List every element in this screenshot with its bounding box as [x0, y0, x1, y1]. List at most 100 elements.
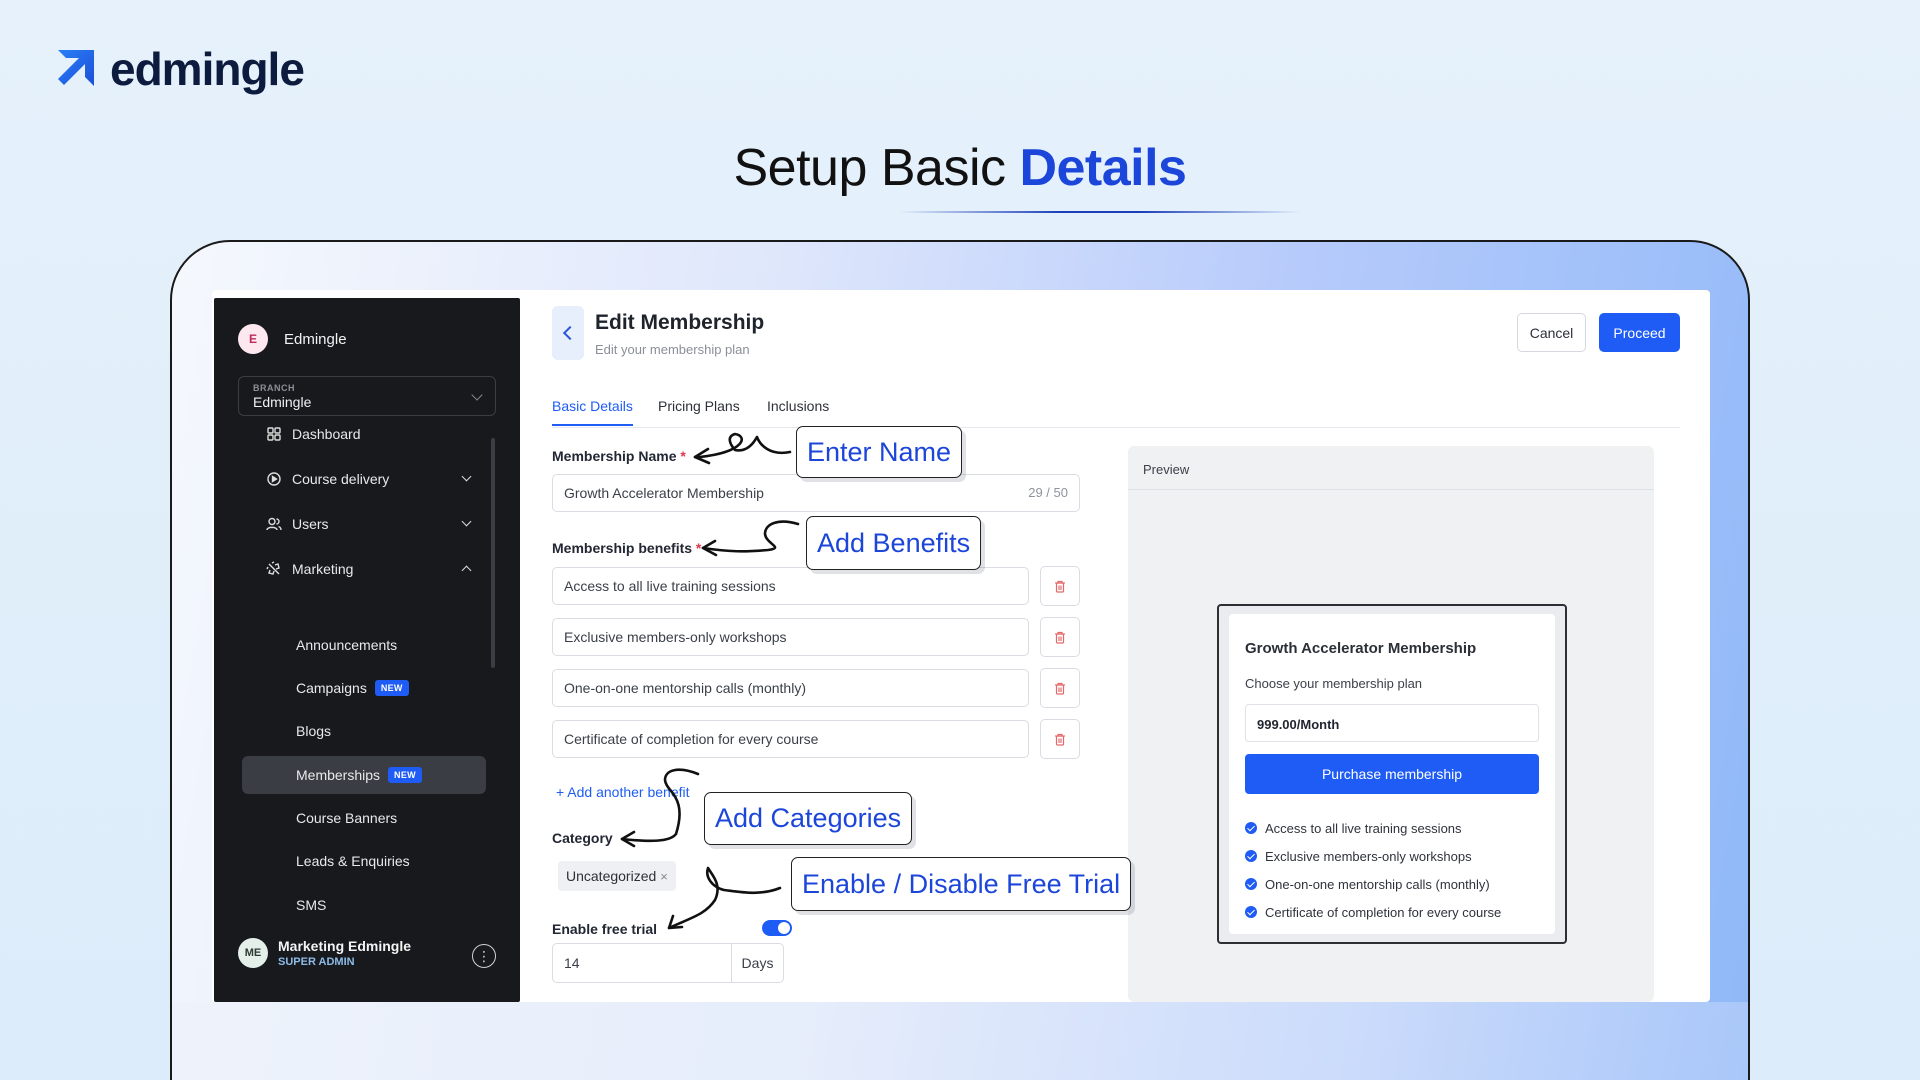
required-mark: * — [680, 448, 686, 464]
check-circle-icon — [1245, 906, 1257, 918]
org-switcher[interactable]: E Edmingle — [238, 324, 347, 354]
sidebar-item-label: Users — [292, 516, 329, 532]
delete-benefit-button[interactable] — [1040, 719, 1080, 759]
brand-name: edmingle — [110, 43, 305, 95]
tab-pricing-plans[interactable]: Pricing Plans — [658, 398, 740, 414]
sidebar-subitem-label: Leads & Enquiries — [296, 853, 410, 869]
preview-price[interactable]: 999.00/Month — [1245, 704, 1539, 742]
sidebar-item-label: Dashboard — [292, 426, 361, 442]
sidebar-subitem-label: Memberships — [296, 767, 381, 783]
trash-icon — [1055, 631, 1065, 644]
preview-benefit-list: Access to all live training sessions Exc… — [1245, 814, 1501, 926]
sidebar-subitem-announcements[interactable]: Announcements — [296, 630, 397, 660]
preview-card-frame: Growth Accelerator Membership Choose you… — [1217, 604, 1567, 944]
input-value: Access to all live training sessions — [564, 578, 776, 594]
brand-arrow-icon — [54, 46, 100, 92]
benefit-input[interactable]: One-on-one mentorship calls (monthly) — [552, 669, 1029, 707]
sidebar-scrollbar[interactable] — [491, 438, 495, 668]
chevron-down-icon — [461, 471, 472, 482]
sidebar-subitem-label: Blogs — [296, 723, 332, 739]
benefit-input[interactable]: Certificate of completion for every cour… — [552, 720, 1029, 758]
org-avatar: E — [238, 324, 268, 354]
benefit-input[interactable]: Access to all live training sessions — [552, 567, 1029, 605]
more-options-icon[interactable]: ⋮ — [472, 944, 496, 968]
sidebar-item-users[interactable]: Users — [266, 504, 496, 544]
branch-select[interactable]: BRANCH Edmingle — [238, 376, 496, 416]
preview-label: Preview — [1128, 446, 1654, 490]
delete-benefit-button[interactable] — [1040, 566, 1080, 606]
cancel-button[interactable]: Cancel — [1517, 313, 1586, 352]
sidebar-subitem-leads[interactable]: Leads & Enquiries — [296, 846, 410, 876]
free-trial-toggle[interactable] — [762, 920, 792, 936]
brand-logo: edmingle — [54, 42, 305, 96]
list-item: Exclusive members-only workshops — [1245, 842, 1501, 870]
close-icon[interactable]: × — [660, 868, 668, 884]
megaphone-icon — [266, 561, 282, 577]
delete-benefit-button[interactable] — [1040, 668, 1080, 708]
list-item-text: One-on-one mentorship calls (monthly) — [1265, 876, 1490, 892]
headline-underline — [900, 211, 1300, 213]
preview-title: Growth Accelerator Membership — [1245, 640, 1477, 657]
check-circle-icon — [1245, 822, 1257, 834]
user-name: Marketing Edmingle — [278, 938, 412, 954]
list-item: One-on-one mentorship calls (monthly) — [1245, 870, 1501, 898]
delete-benefit-button[interactable] — [1040, 617, 1080, 657]
category-label: Category — [552, 830, 613, 846]
proceed-button[interactable]: Proceed — [1599, 313, 1680, 352]
sidebar-item-marketing[interactable]: Marketing — [266, 549, 496, 589]
branch-value: Edmingle — [253, 394, 312, 410]
sidebar-subitem-course-banners[interactable]: Course Banners — [296, 803, 397, 833]
list-item-text: Certificate of completion for every cour… — [1265, 904, 1502, 920]
avatar: ME — [238, 938, 268, 968]
list-item-text: Access to all live training sessions — [1265, 820, 1462, 836]
chevron-down-icon — [461, 516, 472, 527]
input-value: Exclusive members-only workshops — [564, 629, 787, 645]
trash-icon — [1055, 733, 1065, 746]
play-circle-icon — [266, 471, 282, 487]
list-item: Certificate of completion for every cour… — [1245, 898, 1501, 926]
page-subtitle: Edit your membership plan — [595, 342, 750, 357]
membership-name-label: Membership Name * — [552, 448, 686, 464]
sidebar-item-label: Course delivery — [292, 471, 390, 487]
input-value: Certificate of completion for every cour… — [564, 731, 819, 747]
sidebar-subitem-label: Announcements — [296, 637, 398, 653]
sidebar-subitem-label: Course Banners — [296, 810, 398, 826]
sidebar-subitem-memberships[interactable]: Memberships NEW — [296, 760, 422, 790]
sidebar-subitem-label: SMS — [296, 897, 327, 913]
trash-icon — [1055, 580, 1065, 593]
category-chip[interactable]: Uncategorized × — [558, 861, 676, 891]
membership-name-input[interactable]: Growth Accelerator Membership 29 / 50 — [552, 474, 1080, 512]
callout-free-trial: Enable / Disable Free Trial — [791, 857, 1132, 911]
membership-benefits-label: Membership benefits * — [552, 540, 701, 556]
back-button[interactable] — [552, 306, 584, 360]
benefit-input[interactable]: Exclusive members-only workshops — [552, 618, 1029, 656]
toggle-knob — [778, 922, 790, 934]
input-value: Growth Accelerator Membership — [564, 485, 764, 501]
user-profile[interactable]: ME Marketing Edmingle SUPER ADMIN — [238, 938, 411, 968]
page-title: Edit Membership — [595, 311, 765, 334]
list-item: Access to all live training sessions — [1245, 814, 1501, 842]
trial-value: 14 — [564, 955, 580, 971]
new-badge: NEW — [388, 767, 422, 783]
trial-unit: Days — [731, 944, 783, 982]
users-icon — [266, 516, 282, 532]
sidebar: E Edmingle BRANCH Edmingle Dashboard Cou… — [214, 298, 520, 1002]
callout-add-benefits: Add Benefits — [806, 516, 982, 570]
sidebar-subitem-sms[interactable]: SMS — [296, 890, 326, 920]
add-benefit-link[interactable]: + Add another benefit — [556, 784, 690, 800]
headline-text: Setup Basic — [733, 139, 1020, 197]
sidebar-item-course-delivery[interactable]: Course delivery — [266, 459, 496, 499]
sidebar-active-highlight — [242, 756, 486, 794]
page-headline: Setup Basic Details — [0, 138, 1920, 198]
trial-duration-input[interactable]: 14 Days — [552, 943, 784, 983]
callout-enter-name: Enter Name — [796, 426, 963, 478]
tab-basic-details[interactable]: Basic Details — [552, 398, 633, 426]
sidebar-item-label: Marketing — [292, 561, 354, 577]
list-item-text: Exclusive members-only workshops — [1265, 848, 1472, 864]
purchase-membership-button[interactable]: Purchase membership — [1245, 754, 1539, 794]
trash-icon — [1055, 682, 1065, 695]
tab-inclusions[interactable]: Inclusions — [767, 398, 830, 414]
sidebar-item-dashboard[interactable]: Dashboard — [266, 414, 496, 454]
sidebar-subitem-blogs[interactable]: Blogs — [296, 716, 331, 746]
